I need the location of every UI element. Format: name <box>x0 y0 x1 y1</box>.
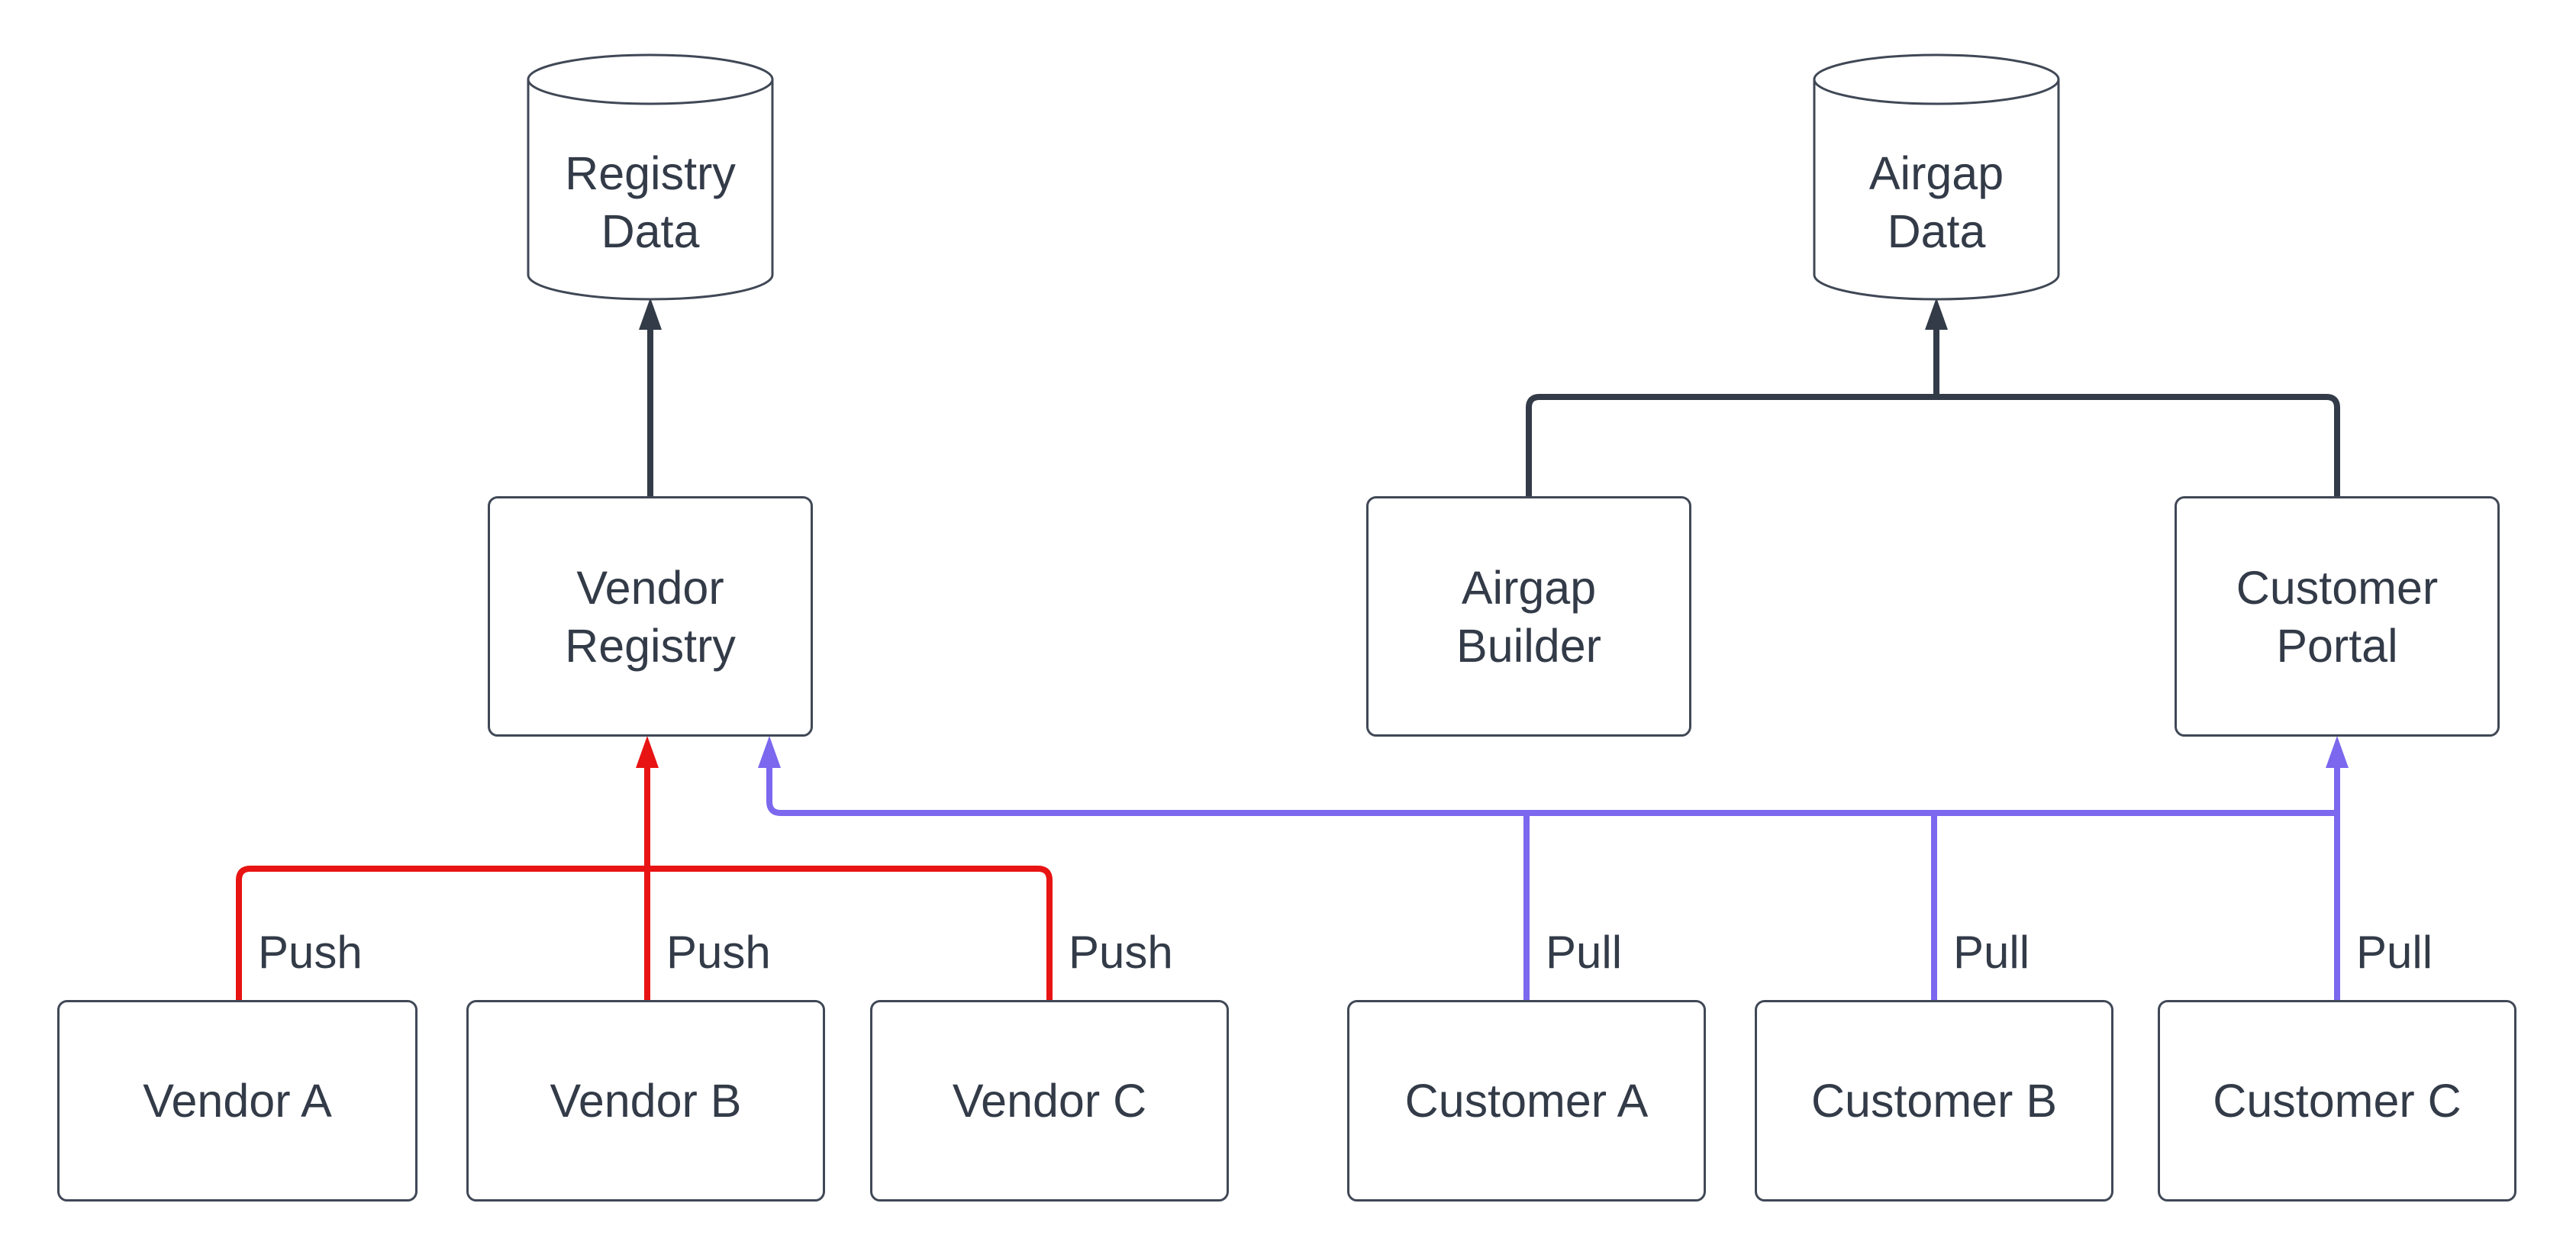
node-vendor-a: Vendor A <box>57 1000 418 1202</box>
node-label: Vendor A <box>143 1075 332 1127</box>
node-label: Customer C <box>2213 1075 2462 1127</box>
node-airgap-builder: Airgap Builder <box>1366 496 1691 737</box>
node-label: Builder <box>1456 619 1601 672</box>
node-registry-data: Registry Data <box>528 130 772 275</box>
edge-label-pull-customer-b: Pull <box>1953 927 2030 978</box>
edge-label-push-vendor-a: Push <box>258 927 363 978</box>
database-cylinder-registry-data-top <box>527 53 774 105</box>
node-label: Customer <box>2236 561 2439 614</box>
edge-label-pull-customer-c: Pull <box>2356 927 2433 978</box>
edge-label-push-vendor-b: Push <box>666 927 771 978</box>
node-vendor-c: Vendor C <box>870 1000 1229 1202</box>
node-customer-b: Customer B <box>1755 1000 2113 1202</box>
edge-vendor-a-push <box>236 866 647 1000</box>
edge-airgap-builder-customer-portal-bus <box>1526 394 2340 496</box>
node-label: Customer A <box>1404 1075 1649 1127</box>
node-vendor-b: Vendor B <box>466 1000 825 1202</box>
node-label: Registry <box>565 619 736 672</box>
edge-pull-bus <box>766 766 2337 816</box>
arrowhead-push-vendor-registry <box>636 736 659 768</box>
arrowhead-registry-data <box>639 298 662 330</box>
edge-label-push-vendor-c: Push <box>1069 927 1173 978</box>
node-label: Vendor <box>576 561 724 614</box>
node-label: Customer B <box>1810 1075 2058 1127</box>
arrowhead-airgap-data <box>1925 298 1948 330</box>
node-label: Registry <box>565 147 736 199</box>
edge-label-pull-customer-a: Pull <box>1546 927 1623 978</box>
node-customer-a: Customer A <box>1347 1000 1706 1202</box>
node-label: Portal <box>2276 619 2398 672</box>
node-label: Airgap <box>1461 561 1597 614</box>
node-label: Data <box>601 205 700 257</box>
node-label: Airgap <box>1868 147 2004 199</box>
arrowhead-pull-vendor-registry <box>758 736 781 768</box>
node-customer-portal: Customer Portal <box>2175 496 2500 737</box>
database-cylinder-registry-data <box>527 79 774 301</box>
node-customer-c: Customer C <box>2158 1000 2516 1202</box>
node-airgap-data: Airgap Data <box>1814 130 2059 275</box>
node-label: Data <box>1887 205 1986 257</box>
node-label: Vendor B <box>550 1075 742 1127</box>
node-label: Vendor C <box>952 1075 1147 1127</box>
arrowhead-pull-customer-portal <box>2326 736 2349 768</box>
database-cylinder-airgap-data <box>1813 79 2060 301</box>
node-vendor-registry: Vendor Registry <box>488 496 813 737</box>
edge-vendor-c-push <box>647 866 1053 1000</box>
database-cylinder-airgap-data-top <box>1813 53 2060 105</box>
